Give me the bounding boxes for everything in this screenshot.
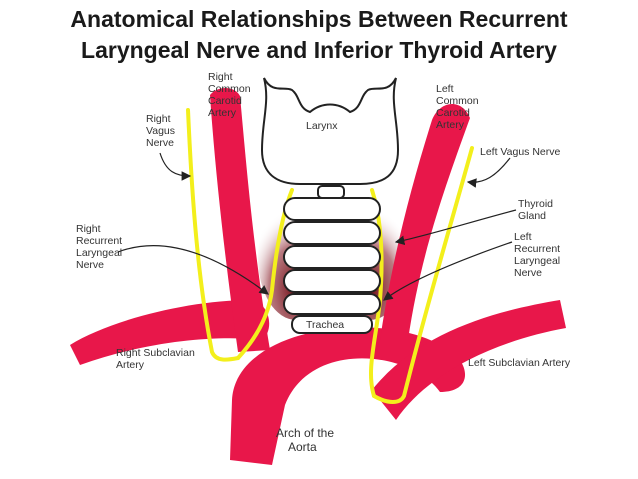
trachea-ring — [283, 245, 381, 269]
left-vagus-nerve — [372, 146, 474, 404]
label-right-subclavian: Right Subclavian Artery — [116, 347, 198, 371]
label-left-subclavian: Left Subclavian Artery — [468, 357, 571, 369]
trachea — [283, 185, 381, 334]
leader-right-vagus — [159, 152, 192, 181]
label-thyroid-gland: Thyroid Gland — [518, 198, 556, 222]
trachea-ring — [283, 269, 381, 293]
label-left-vagus: Left Vagus Nerve — [480, 146, 561, 158]
label-aortic-arch: Arch of the Aorta — [276, 426, 337, 454]
title-line-2: Laryngeal Nerve and Inferior Thyroid Art… — [81, 37, 557, 63]
leader-thyroid — [394, 209, 517, 246]
leader-left-vagus — [466, 157, 511, 188]
label-larynx: Larynx — [306, 120, 338, 132]
label-right-common-carotid: Right Common Carotid Artery — [208, 71, 254, 119]
label-right-recurrent: Right Recurrent Laryngeal Nerve — [76, 223, 125, 271]
trachea-ring — [317, 185, 345, 199]
trachea-ring — [291, 315, 373, 334]
leader-right-recurrent — [117, 245, 269, 295]
label-right-vagus: Right Vagus Nerve — [146, 113, 178, 149]
leader-lines — [117, 152, 517, 301]
left-subclavian-artery — [372, 300, 566, 420]
trachea-ring — [283, 293, 381, 315]
larynx — [260, 77, 400, 185]
right-vagus-nerve — [186, 108, 240, 362]
slide-title: Anatomical Relationships Between Recurre… — [0, 4, 638, 66]
labels: Right Common Carotid Artery Right Vagus … — [76, 71, 571, 454]
right-subclavian-artery — [70, 300, 270, 365]
left-common-carotid-artery — [380, 103, 470, 341]
label-trachea: Trachea — [306, 319, 344, 331]
title-line-1: Anatomical Relationships Between Recurre… — [70, 6, 568, 32]
trachea-ring — [283, 197, 381, 221]
arteries — [70, 87, 566, 465]
trachea-ring — [283, 221, 381, 245]
right-common-carotid-artery — [210, 87, 270, 352]
label-left-common-carotid: Left Common Carotid Artery — [436, 83, 482, 131]
label-left-recurrent: Left Recurrent Laryngeal Nerve — [514, 231, 563, 279]
leader-left-recurrent — [383, 241, 513, 301]
